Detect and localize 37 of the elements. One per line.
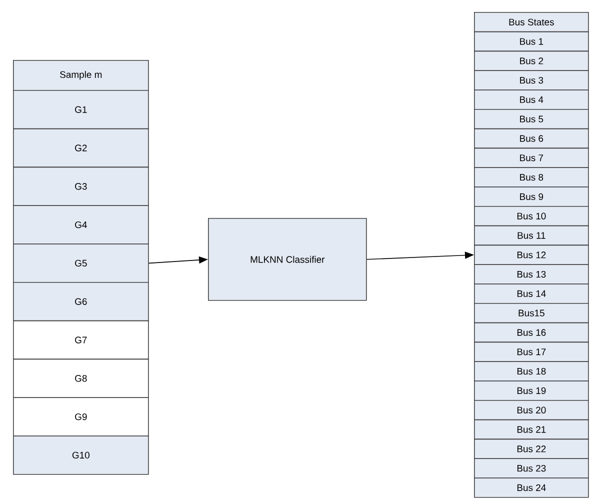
classifier-box: MLKNN Classifier [208,218,367,301]
header-cell: Sample m [13,60,149,91]
table-cell: Bus 18 [474,361,589,382]
table-cell: Bus 1 [474,31,589,52]
table-cell: G9 [13,397,149,436]
table-cell: Bus 3 [474,70,589,90]
table-cell: Bus 5 [474,109,589,130]
table-cell: Bus 19 [474,380,589,401]
table-cell: Bus 17 [474,342,589,362]
table-cell: Bus 16 [474,322,589,343]
table-cell: G5 [13,244,149,283]
table-cell: G7 [13,320,149,360]
table-cell: Bus 7 [474,148,589,168]
table-cell: Bus 13 [474,264,589,284]
table-cell: Bus 8 [474,167,589,188]
table-cell: Bus 6 [474,128,589,149]
table-cell: G10 [13,436,149,475]
table-cell: Bus 9 [474,186,589,207]
table-cell: Bus 4 [474,90,589,110]
table-cell: G4 [13,205,149,244]
table-cell: G3 [13,166,149,206]
table-cell: Bus 2 [474,50,589,71]
table-cell: Bus 24 [474,478,589,498]
table-cell: Bus 22 [474,438,589,459]
table-cell: G6 [13,282,149,322]
table-cell: Bus 14 [474,284,589,304]
table-cell: Bus 23 [474,458,589,478]
table-cell: Bus 10 [474,206,589,226]
table-cell: G2 [13,128,149,168]
header-cell: Bus States [474,12,589,32]
table-cell: Bus 20 [474,400,589,420]
table-cell: Bus 21 [474,419,589,440]
table-cell: Bus 11 [474,225,589,246]
table-cell: G8 [13,358,149,398]
table-cell: Bus 12 [474,244,589,265]
table-cell: Bus15 [474,303,589,324]
table-cell: G1 [13,90,149,130]
